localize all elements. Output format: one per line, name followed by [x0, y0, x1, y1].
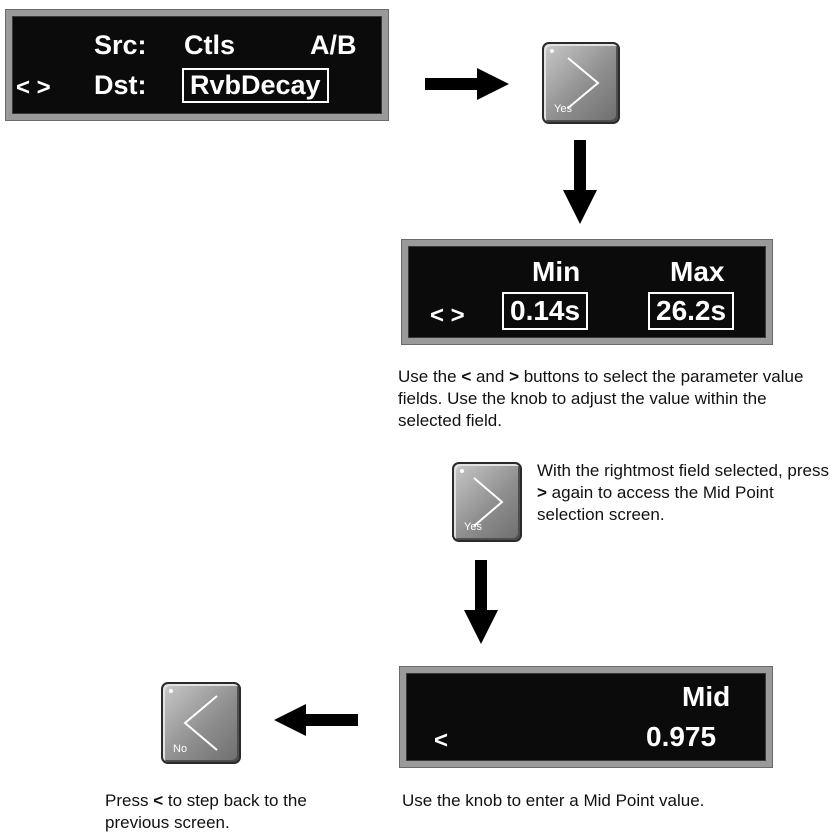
caption-rightmost-field: With the rightmost field selected, press… — [537, 461, 829, 524]
yes-button[interactable]: Yes — [452, 462, 522, 542]
dst-value-field: RvbDecay — [182, 68, 329, 103]
dst-label: Dst: — [94, 70, 147, 100]
chevron-right-icon — [567, 57, 600, 109]
lcd-screen-src-dst: Src: Ctls A/B < > Dst: RvbDecay — [6, 10, 388, 120]
yes-button[interactable]: Yes — [542, 42, 620, 124]
chevron-right-icon — [473, 477, 504, 527]
src-value: Ctls — [184, 30, 236, 60]
lcd-screen-min-max: Min Max < > 0.14s 26.2s — [402, 240, 772, 344]
min-value-field: 0.14s — [501, 292, 589, 330]
yes-label: Yes — [464, 521, 482, 533]
nav-arrows: < > — [16, 74, 51, 101]
max-value-field: 26.2s — [647, 292, 735, 330]
lcd-screen-mid: Mid < 0.975 — [400, 667, 772, 767]
led-dot — [169, 689, 173, 693]
led-dot — [460, 469, 464, 473]
min-label: Min — [532, 256, 581, 287]
chevron-left-icon — [183, 695, 218, 751]
caption-mid-point: Use the knob to enter a Mid Point value. — [402, 791, 705, 810]
mid-label: Mid — [682, 681, 731, 712]
max-label: Max — [670, 256, 725, 287]
led-dot — [550, 49, 554, 53]
no-label: No — [173, 743, 188, 755]
mid-value: 0.975 — [646, 721, 717, 752]
caption-select-fields: Use the < and > buttons to select the pa… — [398, 367, 804, 430]
arrow-down-icon — [464, 560, 498, 644]
ab-indicator: A/B — [310, 30, 357, 60]
yes-label: Yes — [554, 103, 572, 115]
arrow-right-icon — [425, 68, 509, 100]
no-button[interactable]: No — [161, 682, 241, 764]
arrow-down-icon — [563, 140, 597, 224]
caption-step-back: Press < to step back to the previous scr… — [105, 791, 307, 832]
arrow-left-icon — [274, 704, 358, 736]
nav-arrows: < > — [430, 302, 465, 329]
nav-arrow-left: < — [434, 727, 449, 754]
src-label: Src: — [94, 30, 147, 60]
